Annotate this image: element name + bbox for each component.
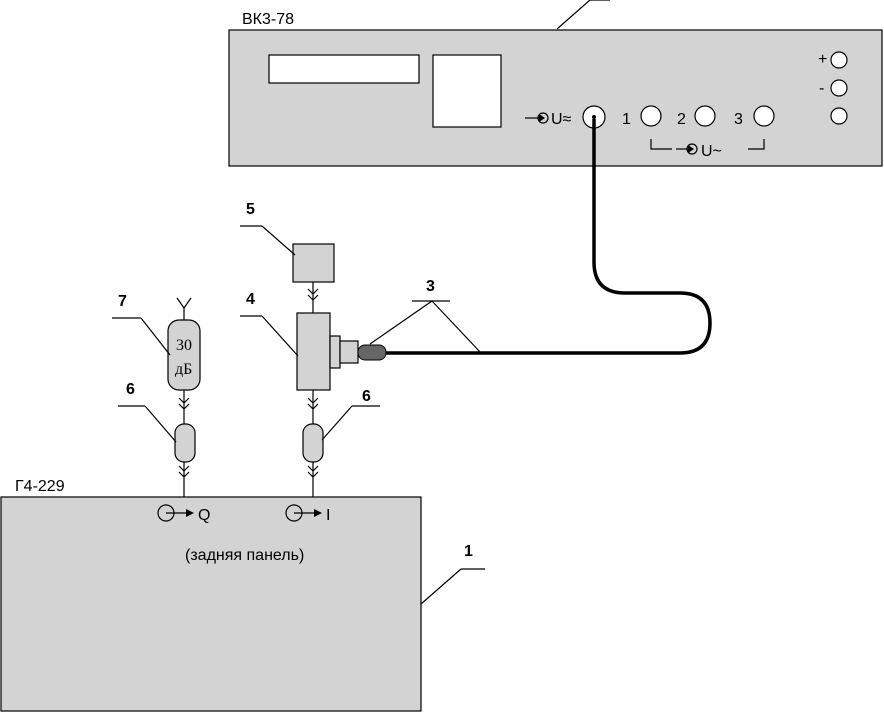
callout-1-leader: [420, 568, 462, 605]
antenna-icon: [176, 297, 192, 320]
indicator-window: [432, 54, 502, 128]
cable-plug: [357, 344, 387, 361]
voltmeter-name: ВК3-78: [242, 11, 294, 28]
callout-5-number: 5: [246, 201, 255, 218]
callout-1-number: 1: [464, 543, 473, 560]
callout-4-number: 4: [246, 291, 255, 308]
callout-6-left-number: 6: [126, 381, 135, 398]
left-chain: 30 дБ: [167, 297, 201, 497]
channel-bracket-right: [748, 139, 765, 150]
channel-1-label: 1: [622, 111, 631, 128]
input-arrow-icon: [525, 112, 549, 124]
callout-3-number: 3: [426, 278, 435, 295]
cable-connector: [339, 340, 359, 364]
output-i-label: I: [326, 507, 330, 524]
voltmeter-unit: ВК3-78 U≈ 1 2 3 U~ + -: [228, 0, 883, 167]
callout-6-right-leader: [321, 405, 353, 441]
voltmeter-body: [228, 29, 883, 167]
load-5: [292, 243, 335, 283]
callout-3-leader-b: [431, 300, 482, 354]
callout-7-leader: [140, 317, 171, 356]
adapter-right: [302, 423, 324, 463]
coaxial-cable: [384, 119, 712, 355]
tee-side-port: [329, 335, 341, 369]
channel-3-socket[interactable]: [753, 105, 775, 127]
input-socket-pin: [592, 115, 596, 119]
channel-group-label: U~: [701, 143, 722, 160]
minus-label: -: [819, 80, 824, 97]
generator-body: [0, 496, 422, 712]
ground-terminal[interactable]: [830, 107, 848, 125]
minus-terminal[interactable]: [830, 79, 848, 97]
callout-6-right-number: 6: [362, 388, 371, 405]
callout-4-leader: [261, 315, 299, 357]
connector-chevron-icon: [307, 465, 319, 478]
channel-1-socket[interactable]: [640, 105, 662, 127]
callout-5-leader: [261, 225, 296, 256]
tee-4: [296, 312, 331, 391]
generator-unit: Г4-229 Q I (задняя панель): [0, 478, 422, 712]
adapter-left: [174, 423, 196, 463]
generator-name: Г4-229: [15, 478, 65, 495]
channel-2-socket[interactable]: [694, 105, 716, 127]
attenuator-label-1: 30: [176, 337, 192, 354]
right-chain: [292, 243, 387, 497]
channel-bracket-left: [650, 139, 672, 150]
attenuator-label-2: дБ: [175, 361, 192, 378]
plus-terminal[interactable]: [830, 51, 848, 69]
voltmeter-callout-leader: [556, 0, 591, 30]
channel-3-label: 3: [734, 111, 743, 128]
connector-chevron-icon: [307, 288, 319, 301]
input-label: U≈: [551, 111, 572, 128]
plus-label: +: [818, 51, 827, 68]
callout-6-left-leader: [144, 405, 177, 443]
connector-chevron-icon: [307, 397, 319, 410]
callout-7-number: 7: [118, 293, 127, 310]
connector-chevron-icon: [178, 397, 190, 410]
channel-2-label: 2: [677, 111, 686, 128]
panel-note: (задняя панель): [185, 547, 304, 564]
attenuator-body: [167, 319, 201, 391]
callout-3-leader-a: [369, 300, 433, 345]
output-q-icon: [157, 504, 194, 522]
channel-arrow-icon: [676, 143, 698, 155]
output-q-label: Q: [198, 507, 210, 524]
connector-chevron-icon: [178, 465, 190, 478]
output-i-icon: [285, 504, 322, 522]
display-window: [268, 54, 420, 84]
